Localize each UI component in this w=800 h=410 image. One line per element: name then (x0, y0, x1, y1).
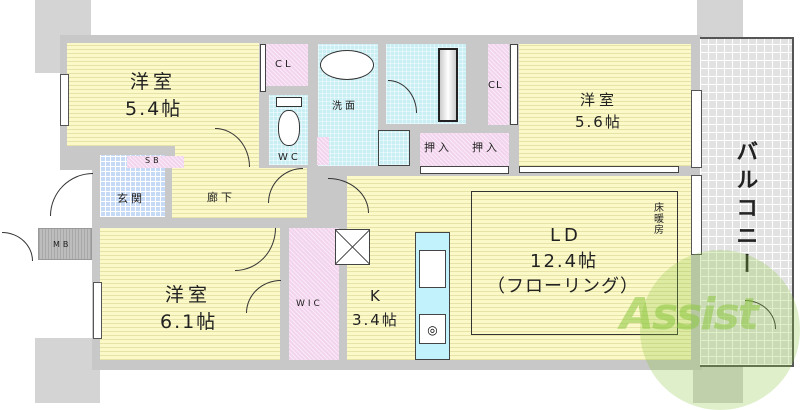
hallway-label: 廊下 (207, 191, 235, 204)
closet-ne-label: CL (488, 80, 503, 91)
pillar-sw (35, 338, 100, 403)
balcony-label: バルコニー (732, 140, 758, 280)
floor-heating-note: 床暖房 (651, 202, 663, 235)
refrigerator-space (335, 229, 370, 265)
kitchen-size: 3.4帖 (352, 311, 399, 329)
shoe-box (127, 156, 184, 168)
bedroom-nw-name: 洋室 (130, 71, 177, 93)
bedroom-ne (519, 44, 691, 166)
window-sw (93, 282, 102, 339)
toilet-tank-icon (276, 97, 302, 107)
shoe-box-label: SB (145, 156, 162, 165)
washroom-shelf (317, 137, 329, 165)
walk-in-closet (289, 228, 339, 360)
meter-box (38, 228, 92, 260)
window-ne (691, 90, 702, 168)
meter-box-door[interactable] (2, 232, 33, 261)
stove-icon: ◎ (419, 314, 446, 344)
window-ld (691, 175, 702, 255)
oshiire-2-label: 押入 (472, 141, 500, 154)
oshiire (420, 133, 509, 166)
bedroom-ne-size: 5.6帖 (575, 113, 622, 131)
bedroom-ne-sliding-door[interactable] (519, 166, 679, 173)
kitchen-name: K (370, 287, 383, 305)
ld-name: LD (550, 225, 582, 246)
washbasin-icon (320, 50, 374, 80)
hallway (172, 168, 307, 218)
ld-size: 12.4帖 (530, 251, 599, 272)
walk-in-closet-label: WIC (296, 299, 323, 309)
bedroom-ne-name: 洋室 (580, 91, 619, 109)
laundry-pan (378, 130, 410, 166)
kitchen-ld (347, 176, 691, 360)
meter-box-label: MB (53, 240, 72, 249)
closet-ne-door[interactable] (510, 44, 518, 125)
ld-flooring-area (471, 191, 678, 335)
bedroom-sw (100, 228, 280, 360)
closet-nw-label: CL (275, 59, 294, 70)
watermark-circle (640, 250, 800, 410)
closet-nw-door[interactable] (260, 44, 266, 92)
toilet-bowl-icon (278, 110, 300, 146)
closet-nw (266, 44, 308, 86)
bathtub-icon (438, 48, 458, 122)
entrance-label: 玄関 (117, 192, 145, 205)
toilet-label: WC (278, 152, 301, 163)
bedroom-sw-name: 洋室 (165, 284, 212, 306)
bedroom-nw (67, 43, 259, 146)
window-nw (60, 74, 69, 126)
closet-ne (488, 44, 509, 125)
balcony (700, 37, 794, 367)
oshiire-1-label: 押入 (424, 141, 452, 154)
washroom-label: 洗面 (332, 101, 358, 112)
bedroom-nw-size: 5.4帖 (125, 98, 183, 120)
sink-icon (419, 250, 446, 288)
ld-note: （フローリング） (487, 276, 639, 297)
bedroom-sw-size: 6.1帖 (160, 311, 218, 333)
oshiire-doors[interactable] (420, 166, 509, 174)
watermark-text: Assist (620, 289, 759, 340)
entrance-door[interactable] (50, 173, 93, 216)
